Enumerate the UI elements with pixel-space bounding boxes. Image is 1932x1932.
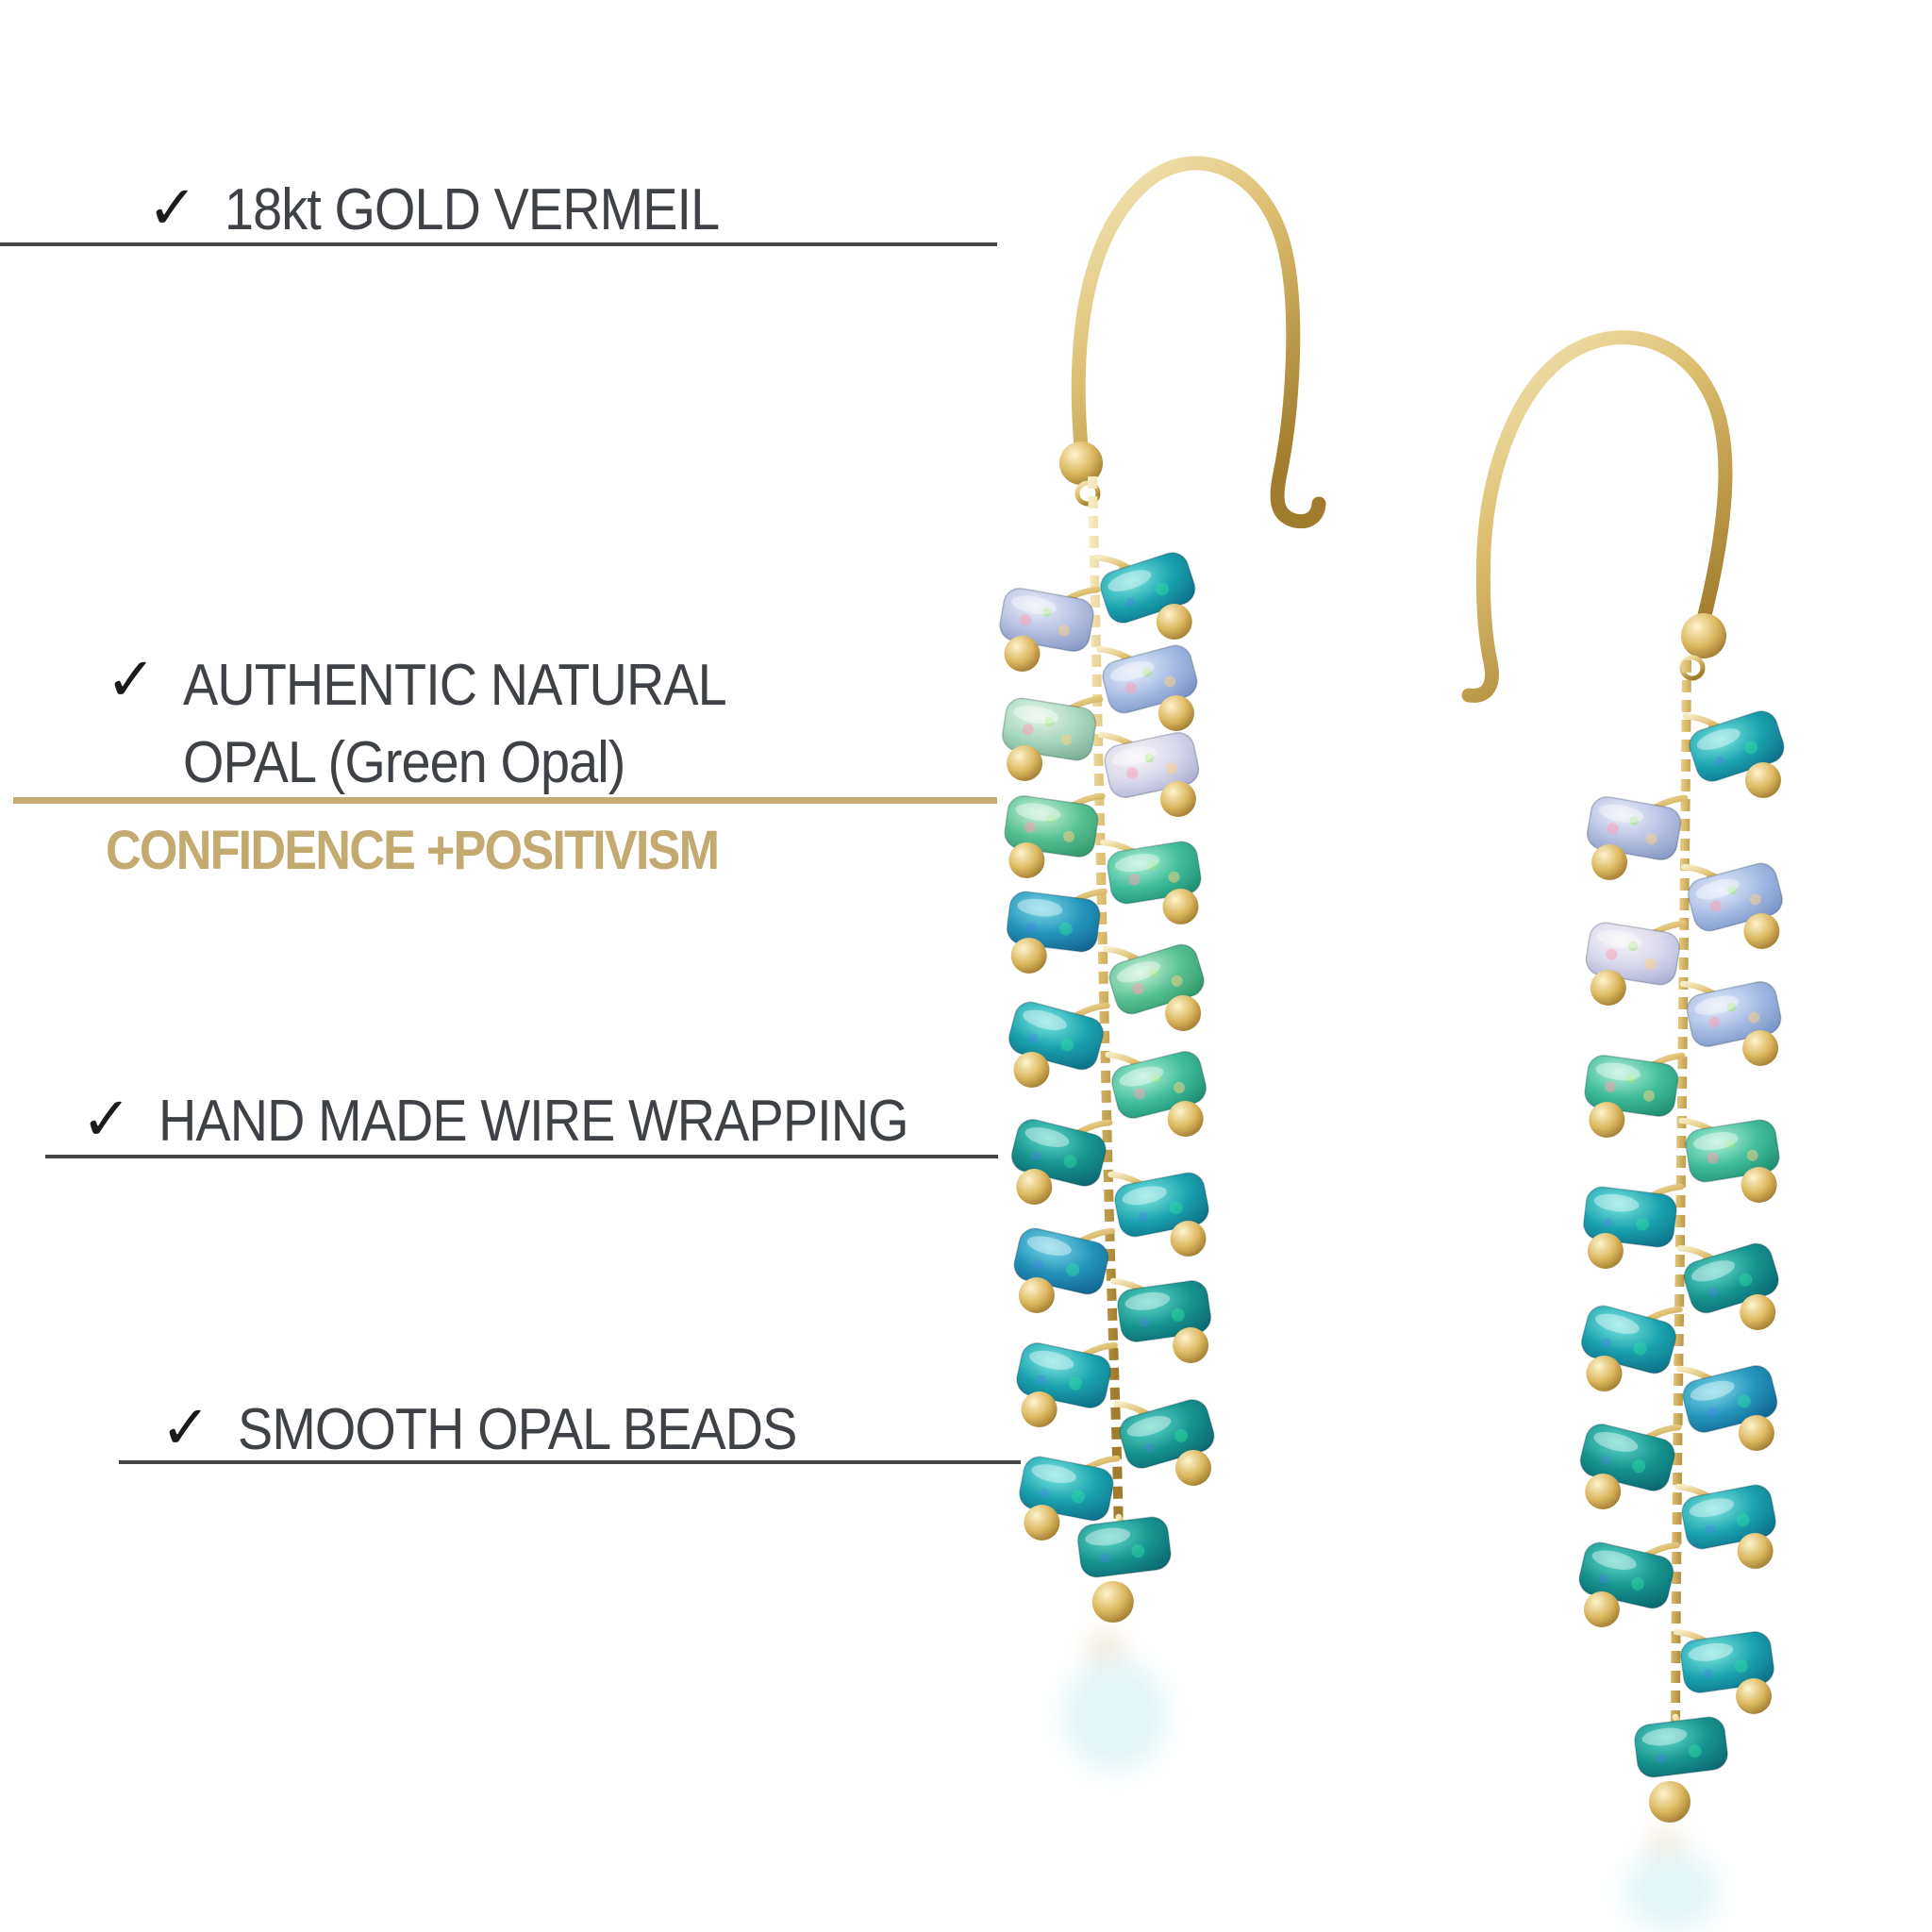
right-earring-chain (1671, 659, 1691, 1751)
left-earring-hook (1071, 156, 1326, 529)
feature-label-line1: AUTHENTIC NATURAL (182, 653, 727, 718)
left-earring-chain (1088, 475, 1124, 1557)
feature-label-line2: OPAL (Green Opal) (182, 730, 625, 795)
feature-label: SMOOTH OPAL BEADS (237, 1397, 797, 1462)
right-earring-hook (1461, 330, 1733, 703)
feature-wire-wrapping: ✓ HAND MADE WIRE WRAPPING (81, 1087, 991, 1157)
tagline: CONFIDENCE +POSITIVISM (106, 820, 720, 881)
feature-authentic-opal: ✓ AUTHENTIC NATURAL OPAL (Green Opal) (106, 647, 786, 802)
feature-label: 18kt GOLD VERMEIL (224, 177, 720, 242)
check-icon: ✓ (106, 645, 157, 713)
divider-line-gold (13, 797, 997, 804)
divider-line-middle (45, 1155, 998, 1158)
right-earring-beads (1578, 710, 1785, 1823)
feature-label: HAND MADE WIRE WRAPPING (158, 1089, 909, 1154)
left-earring-reflection (1063, 1634, 1167, 1772)
check-icon: ✓ (147, 174, 198, 242)
feature-gold-vermeil: ✓ 18kt GOLD VERMEIL (147, 175, 774, 245)
left-earring-link (1074, 480, 1101, 507)
check-icon: ✓ (160, 1393, 211, 1461)
feature-label: AUTHENTIC NATURAL OPAL (Green Opal) (182, 647, 727, 802)
right-earring (1461, 330, 1785, 1931)
left-earring-beads (999, 552, 1215, 1623)
check-icon: ✓ (81, 1085, 132, 1153)
divider-line-top (0, 242, 997, 246)
left-earring (999, 156, 1326, 1772)
divider-line-bottom (119, 1460, 1021, 1464)
feature-opal-beads: ✓ SMOOTH OPAL BEADS (160, 1395, 858, 1465)
right-earring-ball (1681, 613, 1726, 658)
left-earring-ball (1059, 441, 1103, 485)
right-earring-reflection (1624, 1831, 1719, 1931)
